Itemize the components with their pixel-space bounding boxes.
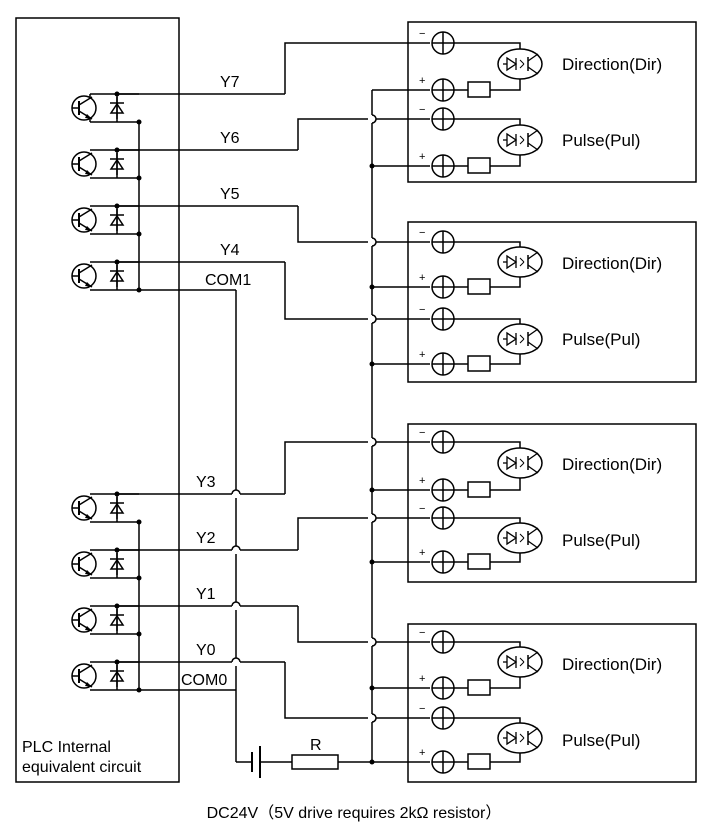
diode-y5-icon [109,208,125,232]
driver4-dir-plus-terminal-icon [431,676,455,700]
transistor-y1-icon [71,607,97,633]
label-com1: COM1 [205,272,251,289]
output-labels: Y7 Y6 Y5 Y4 COM1 Y3 Y2 Y1 Y0 COM0 [181,74,251,689]
transistor-y6-icon [71,151,97,177]
driver4-pul-minus-sign: − [419,703,425,715]
driver2-dir-label: Direction(Dir) [562,254,662,273]
transistor-y5-icon [71,207,97,233]
driver-4: − + − + Direction(Dir) Pulse(Pul) [407,623,697,783]
plc-label-line1: PLC Internal [22,739,111,756]
diode-y3-icon [109,496,125,520]
driver2-dir-minus-sign: − [419,227,425,239]
bus-junctions [369,163,375,765]
label-y7: Y7 [220,74,240,91]
driver2-dir-minus-terminal-icon [431,230,455,254]
driver1-pul-label: Pulse(Pul) [562,131,640,150]
diode-y2-icon [109,552,125,576]
lower-junctions [114,491,142,693]
diode-y4-icon [109,264,125,288]
label-com0: COM0 [181,672,227,689]
driver2-pul-label: Pulse(Pul) [562,330,640,349]
driver-1: − + − + Direction(Dir) Pulse(Pul) [407,21,697,183]
driver3-pul-minus-terminal-icon [431,506,455,530]
diode-y1-icon [109,608,125,632]
driver2-pul-optocoupler-icon [497,323,543,355]
driver3-dir-minus-terminal-icon [431,430,455,454]
transistor-y3-icon [71,495,97,521]
driver3-dir-plus-sign: + [419,475,425,487]
label-y3: Y3 [196,474,216,491]
label-y2: Y2 [196,530,216,547]
driver4-pul-plus-sign: + [419,747,425,759]
driver4-dir-minus-sign: − [419,627,425,639]
diode-y0-icon [109,664,125,688]
driver3-dir-plus-terminal-icon [431,478,455,502]
driver2-dir-plus-terminal-icon [431,275,455,299]
driver1-dir-optocoupler-icon [497,48,543,80]
label-y5: Y5 [220,186,240,203]
upper-transistors [71,95,125,289]
driver3-pul-label: Pulse(Pul) [562,531,640,550]
caption: DC24V（5V drive requires 2kΩ resistor） [207,804,502,822]
resistor-label: R [310,737,322,754]
driver2-pul-minus-sign: − [419,304,425,316]
plc-box: PLC Internal equivalent circuit [15,17,180,783]
driver2-dir-plus-sign: + [419,272,425,284]
driver4-pul-optocoupler-icon [497,722,543,754]
signal-routing [235,42,430,778]
driver3-pul-optocoupler-icon [497,522,543,554]
driver2-dir-optocoupler-icon [497,246,543,278]
driver3-pul-minus-sign: − [419,503,425,515]
driver1-pul-minus-terminal-icon [431,107,455,131]
driver2-pul-minus-terminal-icon [431,307,455,331]
transistor-y0-icon [71,663,97,689]
driver1-pul-optocoupler-icon [497,124,543,156]
driver4-pul-plus-terminal-icon [431,750,455,774]
driver4-dir-optocoupler-icon [497,646,543,678]
driver1-dir-minus-terminal-icon [431,31,455,55]
driver3-dir-minus-sign: − [419,427,425,439]
driver1-dir-plus-terminal-icon [431,78,455,102]
driver1-pul-plus-sign: + [419,151,425,163]
diode-y6-icon [109,152,125,176]
label-y1: Y1 [196,586,216,603]
driver3-dir-optocoupler-icon [497,447,543,479]
driver4-dir-label: Direction(Dir) [562,655,662,674]
plc-label-line2: equivalent circuit [22,759,142,776]
transistor-y4-icon [71,263,97,289]
upper-output-group [89,93,298,291]
driver4-dir-minus-terminal-icon [431,630,455,654]
driver3-dir-label: Direction(Dir) [562,455,662,474]
label-y6: Y6 [220,130,240,147]
driver1-pul-minus-sign: − [419,104,425,116]
driver-2: − + − + Direction(Dir) Pulse(Pul) [407,221,697,383]
driver1-dir-minus-sign: − [419,28,425,40]
driver2-pul-plus-terminal-icon [431,352,455,376]
label-y4: Y4 [220,242,240,259]
driver2-pul-plus-sign: + [419,349,425,361]
transistor-y2-icon [71,551,97,577]
driver4-pul-label: Pulse(Pul) [562,731,640,750]
driver3-pul-plus-sign: + [419,547,425,559]
driver1-pul-plus-terminal-icon [431,154,455,178]
wire-hops [231,114,377,723]
driver3-pul-plus-terminal-icon [431,550,455,574]
driver1-dir-label: Direction(Dir) [562,55,662,74]
transistor-y7-icon [71,95,97,121]
lower-output-group [90,493,298,691]
lower-transistors [71,495,125,689]
diode-y7-icon [109,96,125,120]
driver4-dir-plus-sign: + [419,673,425,685]
upper-junctions [114,91,142,293]
label-y0: Y0 [196,642,216,659]
driver-3: − + − + Direction(Dir) Pulse(Pul) [407,423,697,583]
driver1-dir-plus-sign: + [419,75,425,87]
driver4-pul-minus-terminal-icon [431,706,455,730]
